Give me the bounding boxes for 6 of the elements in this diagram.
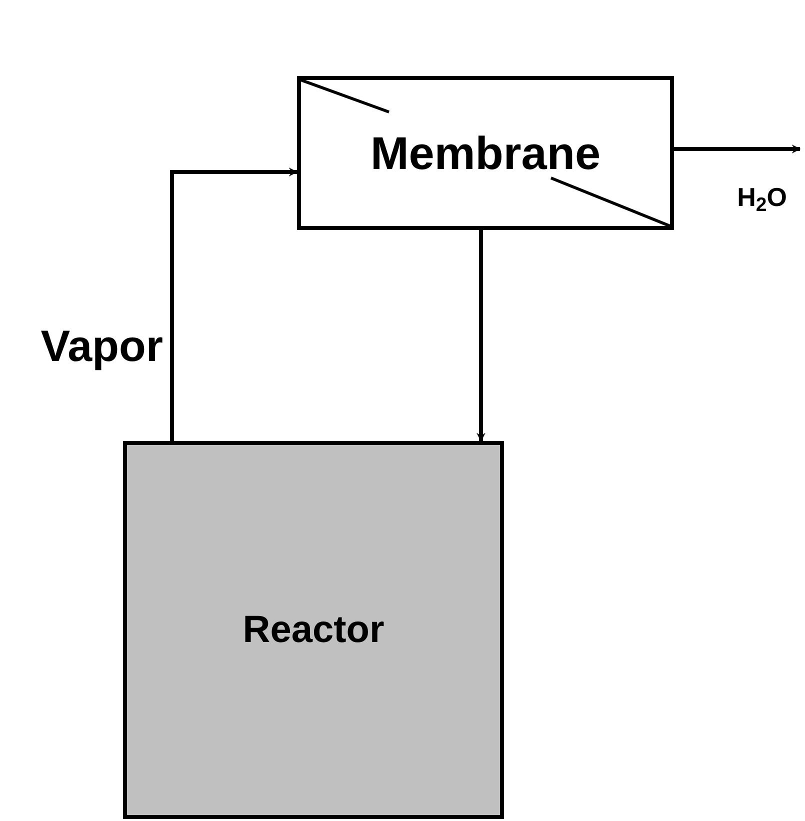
node-label: Reactor <box>242 611 384 649</box>
arrow <box>674 144 801 154</box>
arrow <box>476 230 486 442</box>
node-label: Membrane <box>370 130 601 176</box>
reactor-box <box>123 441 504 819</box>
arrow <box>170 168 298 441</box>
